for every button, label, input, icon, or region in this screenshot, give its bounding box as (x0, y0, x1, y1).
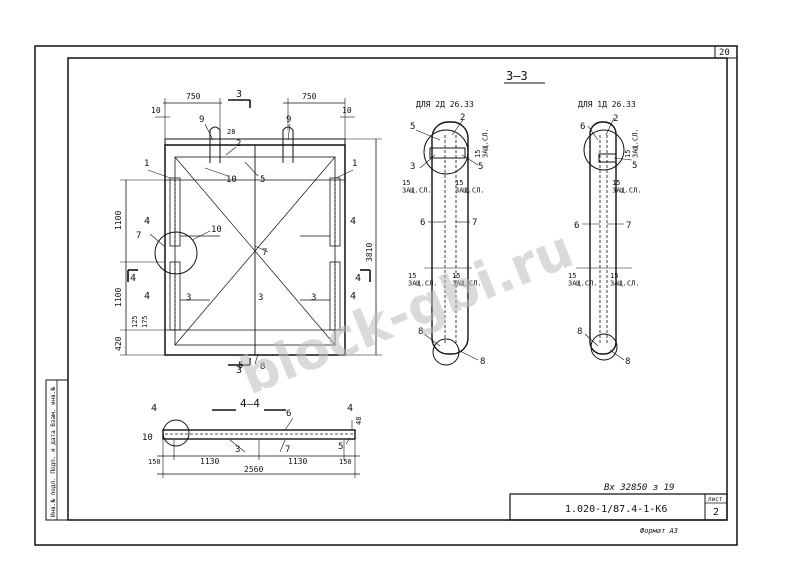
callout-4-r2: 4 (350, 291, 356, 302)
callout-4-l1: 4 (144, 216, 150, 227)
watermark: block-gbi.ru (232, 219, 581, 407)
dim-125: 125 (131, 315, 139, 328)
cv-callout-7: 7 (472, 218, 477, 228)
inv-note: Вх 32850 з 19 (604, 483, 674, 493)
dim-2560: 2560 (244, 465, 263, 474)
cv-callout-3: 3 (410, 162, 415, 172)
cv-callout-2: 2 (460, 113, 465, 123)
rv-note-top: 15ЗАЩ.СЛ. (624, 128, 640, 158)
dim-edge-28: 28 (227, 128, 235, 136)
section-44-view (157, 409, 360, 478)
sheet-number: 20 (719, 48, 730, 58)
bv-callout-10: 10 (142, 433, 153, 443)
dim-150-right: 150 (339, 458, 352, 466)
cv-callout-5-right: 5 (478, 162, 483, 172)
bv-callout-5: 5 (338, 442, 343, 452)
format-note: Формат А3 (640, 527, 678, 535)
section-mark-top: 3 (236, 89, 242, 100)
caption-1d: ДЛЯ 1Д 26.33 (578, 100, 636, 109)
rv-callout-8-right: 8 (625, 357, 630, 367)
caption-2d: ДЛЯ 2Д 26.33 (416, 100, 474, 109)
sheet-border (34, 45, 738, 546)
dim-1130-right: 1130 (288, 457, 307, 466)
dim-150-left: 150 (148, 458, 161, 466)
dim-1100-lower: 1100 (114, 288, 123, 307)
callout-5-bottom: 5 (238, 361, 243, 371)
callout-1-left: 1 (144, 159, 149, 169)
cv-callout-8-left: 8 (418, 327, 423, 337)
cv-note-top: 15ЗАЩ.СЛ. (474, 128, 490, 158)
dim-175: 175 (141, 315, 149, 328)
callout-4-l2: 4 (144, 291, 150, 302)
callout-4-r1: 4 (350, 216, 356, 227)
rv-callout-7: 7 (626, 221, 631, 231)
rv-callout-6-top: 6 (580, 122, 585, 132)
section-title-44: 4—4 (240, 397, 260, 410)
dim-3810: 3810 (365, 243, 374, 262)
rv-callout-2: 2 (613, 114, 618, 124)
sheet-number-box (714, 45, 738, 59)
stamp-column (45, 379, 69, 521)
callout-10-mid: 10 (211, 225, 222, 235)
cv-callout-5-top: 5 (410, 122, 415, 132)
sheet-value: 2 (713, 507, 719, 518)
section-1d-view (576, 117, 633, 361)
dim-1130-left: 1130 (200, 457, 219, 466)
sheet-label: лист (708, 496, 723, 503)
dim-48: 48 (355, 417, 363, 425)
section-title-33: 3—3 (506, 69, 528, 83)
dim-420: 420 (114, 336, 123, 351)
callout-7-center: 7 (262, 248, 267, 258)
bv-callout-4-right: 4 (347, 403, 353, 414)
designation: 1.020-1/87.4-1-К6 (565, 504, 667, 515)
callout-3-center: 3 (258, 293, 263, 303)
section-2d-view (415, 119, 479, 366)
callout-8-bottom: 8 (260, 362, 265, 372)
panel-front-view (120, 98, 382, 366)
callout-10-upper: 10 (226, 175, 237, 185)
dim-1100-upper: 1100 (114, 211, 123, 230)
bv-callout-4-left: 4 (151, 403, 157, 414)
dim-offset-left: 10 (151, 106, 161, 115)
rv-callout-8-left: 8 (577, 327, 582, 337)
callout-3-right: 3 (311, 293, 316, 303)
callout-7-left: 7 (136, 231, 141, 241)
rv-callout-6: 6 (574, 221, 579, 231)
callout-5-upper: 5 (260, 175, 265, 185)
callout-3-left: 3 (186, 293, 191, 303)
callout-9-left: 9 (199, 115, 204, 125)
callout-1-right: 1 (352, 159, 357, 169)
section-mark-right: 4 (355, 273, 361, 284)
dim-750-left: 750 (186, 92, 201, 101)
rv-callout-5: 5 (632, 161, 637, 171)
dim-offset-right: 10 (342, 106, 352, 115)
title-block (509, 493, 728, 521)
cv-callout-8-right: 8 (480, 357, 485, 367)
cv-callout-6: 6 (420, 218, 425, 228)
section-mark-bottom: 3 (236, 365, 242, 376)
callout-2-upper: 2 (236, 139, 241, 149)
section-mark-left: 4 (130, 273, 136, 284)
callout-9-right: 9 (286, 115, 291, 125)
bv-callout-7: 7 (285, 445, 290, 455)
bv-callout-6: 6 (286, 409, 291, 419)
bv-callout-3: 3 (235, 445, 240, 455)
dim-750-right: 750 (302, 92, 317, 101)
stamp-vertical: Инв.№ подл. Подп. и дата Взам. инв.№ (50, 387, 57, 517)
